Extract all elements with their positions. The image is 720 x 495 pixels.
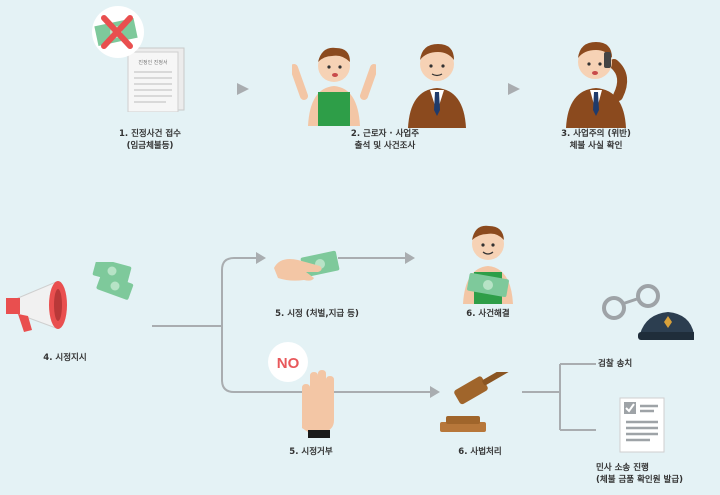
branch-lines <box>152 257 596 431</box>
arrow-2-3 <box>508 83 520 95</box>
worker-figure <box>292 47 376 126</box>
employer-figure <box>408 44 466 128</box>
handcuffs-police-hat-icon <box>602 284 694 340</box>
step4-label: 4. 시정지시 <box>43 353 87 363</box>
step2-label: 2. 근로자 · 사업주 출석 및 사건조사 <box>350 129 420 151</box>
gavel-icon <box>440 372 514 432</box>
refusal-hand-icon: NO <box>268 342 334 438</box>
document-checklist-icon <box>619 397 665 453</box>
arrow-to-6a <box>405 252 415 264</box>
arrow-to-5a <box>256 252 266 264</box>
worker-money-figure <box>463 225 513 304</box>
result2-label: 민사 소송 진행 (체불 금품 확인원 발급) <box>596 463 684 485</box>
step3-label: 3. 사업주의 (위반) 체불 사실 확인 <box>561 129 631 151</box>
step1-label: 1. 진정사건 접수 (임금체불등) <box>119 129 181 151</box>
megaphone-icon <box>6 262 134 332</box>
document-money-icon: 진정인 진정서 <box>92 6 185 112</box>
employer-phone-figure <box>566 42 628 128</box>
doc-header: 진정인 진정서 <box>138 59 167 66</box>
step5b-label: 5. 시정거부 <box>289 447 333 457</box>
hand-money-icon <box>274 250 340 281</box>
no-badge: NO <box>277 355 300 372</box>
arrow-to-6b <box>430 386 440 398</box>
step6b-label: 6. 사법처리 <box>458 447 502 457</box>
step6a-label: 6. 사건해결 <box>466 309 510 319</box>
arrow-1-2 <box>237 83 249 95</box>
result1-label: 검찰 송치 <box>598 359 633 369</box>
step5a-label: 5. 시정 (처벌,지급 등) <box>275 309 359 319</box>
